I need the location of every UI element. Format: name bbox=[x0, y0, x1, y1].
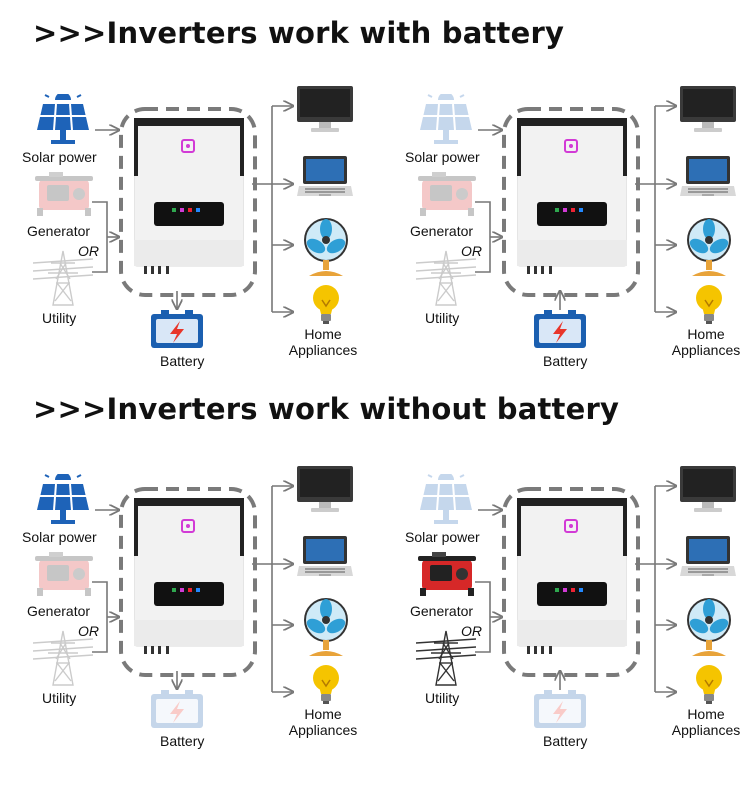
or-label: OR bbox=[461, 623, 482, 639]
or-label: OR bbox=[78, 623, 99, 639]
utility-tower-icon bbox=[33, 630, 93, 686]
or-label: OR bbox=[78, 243, 99, 259]
connection-wires bbox=[475, 466, 750, 756]
solar-panel-icon bbox=[420, 94, 472, 144]
fan-icon bbox=[304, 218, 348, 276]
home-label-line2: Appliances bbox=[288, 722, 358, 738]
generator-label: Generator bbox=[27, 223, 91, 239]
generator-label: Generator bbox=[410, 223, 474, 239]
solar-power-label: Solar power bbox=[405, 149, 480, 165]
laptop-icon bbox=[297, 156, 353, 196]
utility-tower-icon bbox=[416, 250, 476, 306]
inverter-diagram-with-battery-solar: Solar power Generator OR Utility bbox=[0, 86, 375, 376]
generator-label: Generator bbox=[27, 603, 91, 619]
connection-wires bbox=[92, 86, 375, 376]
utility-label: Utility bbox=[425, 690, 460, 706]
monitor-icon bbox=[297, 466, 353, 512]
solar-power-label: Solar power bbox=[405, 529, 480, 545]
battery-icon bbox=[534, 310, 586, 348]
solar-panel-icon bbox=[37, 94, 89, 144]
inverter-icon bbox=[134, 498, 244, 654]
heading-without-battery: >>>Inverters work without battery bbox=[33, 392, 620, 426]
generator-icon bbox=[418, 552, 476, 596]
home-appliances-label: Home Appliances bbox=[289, 326, 358, 358]
laptop-icon bbox=[680, 536, 736, 576]
home-label-line1: Home bbox=[687, 326, 725, 342]
battery-label: Battery bbox=[543, 733, 588, 749]
monitor-icon bbox=[297, 86, 353, 132]
utility-label: Utility bbox=[42, 690, 77, 706]
battery-label: Battery bbox=[543, 353, 588, 369]
home-label-line2: Appliances bbox=[671, 722, 741, 738]
laptop-icon bbox=[297, 536, 353, 576]
utility-label: Utility bbox=[42, 310, 77, 326]
monitor-icon bbox=[680, 466, 736, 512]
battery-label: Battery bbox=[160, 733, 205, 749]
solar-panel-icon bbox=[420, 474, 472, 524]
fan-icon bbox=[304, 598, 348, 656]
light-bulb-icon bbox=[313, 665, 339, 704]
utility-tower-icon bbox=[33, 250, 93, 306]
solar-power-label: Solar power bbox=[22, 149, 97, 165]
home-label-line2: Appliances bbox=[288, 342, 358, 358]
battery-icon bbox=[151, 310, 203, 348]
battery-icon bbox=[151, 690, 203, 728]
home-appliances-label: Home Appliances bbox=[672, 706, 741, 738]
light-bulb-icon bbox=[696, 665, 722, 704]
generator-label: Generator bbox=[410, 603, 474, 619]
solar-power-label: Solar power bbox=[22, 529, 97, 545]
connection-wires bbox=[475, 86, 750, 376]
generator-icon bbox=[35, 552, 93, 596]
battery-label: Battery bbox=[160, 353, 205, 369]
connection-wires bbox=[92, 466, 375, 756]
utility-label: Utility bbox=[425, 310, 460, 326]
generator-icon bbox=[418, 172, 476, 216]
home-label-line1: Home bbox=[304, 326, 342, 342]
utility-tower-icon bbox=[416, 630, 476, 686]
inverter-diagram-without-battery-solar: Solar power Generator OR Utility bbox=[0, 466, 375, 756]
solar-panel-icon bbox=[37, 474, 89, 524]
monitor-icon bbox=[680, 86, 736, 132]
or-label: OR bbox=[461, 243, 482, 259]
inverter-icon bbox=[517, 118, 627, 274]
inverter-icon bbox=[134, 118, 244, 274]
generator-icon bbox=[35, 172, 93, 216]
home-label-line1: Home bbox=[687, 706, 725, 722]
battery-icon bbox=[534, 690, 586, 728]
inverter-diagram-without-battery-generator: Solar power Generator OR Utility bbox=[383, 466, 750, 756]
light-bulb-icon bbox=[313, 285, 339, 324]
light-bulb-icon bbox=[696, 285, 722, 324]
inverter-icon bbox=[517, 498, 627, 654]
home-label-line2: Appliances bbox=[671, 342, 741, 358]
heading-with-battery: >>>Inverters work with battery bbox=[33, 16, 565, 50]
home-appliances-label: Home Appliances bbox=[672, 326, 741, 358]
fan-icon bbox=[687, 218, 731, 276]
fan-icon bbox=[687, 598, 731, 656]
inverter-diagram-with-battery-discharge: Solar power Generator OR Utility bbox=[383, 86, 750, 376]
home-appliances-label: Home Appliances bbox=[289, 706, 358, 738]
laptop-icon bbox=[680, 156, 736, 196]
home-label-line1: Home bbox=[304, 706, 342, 722]
